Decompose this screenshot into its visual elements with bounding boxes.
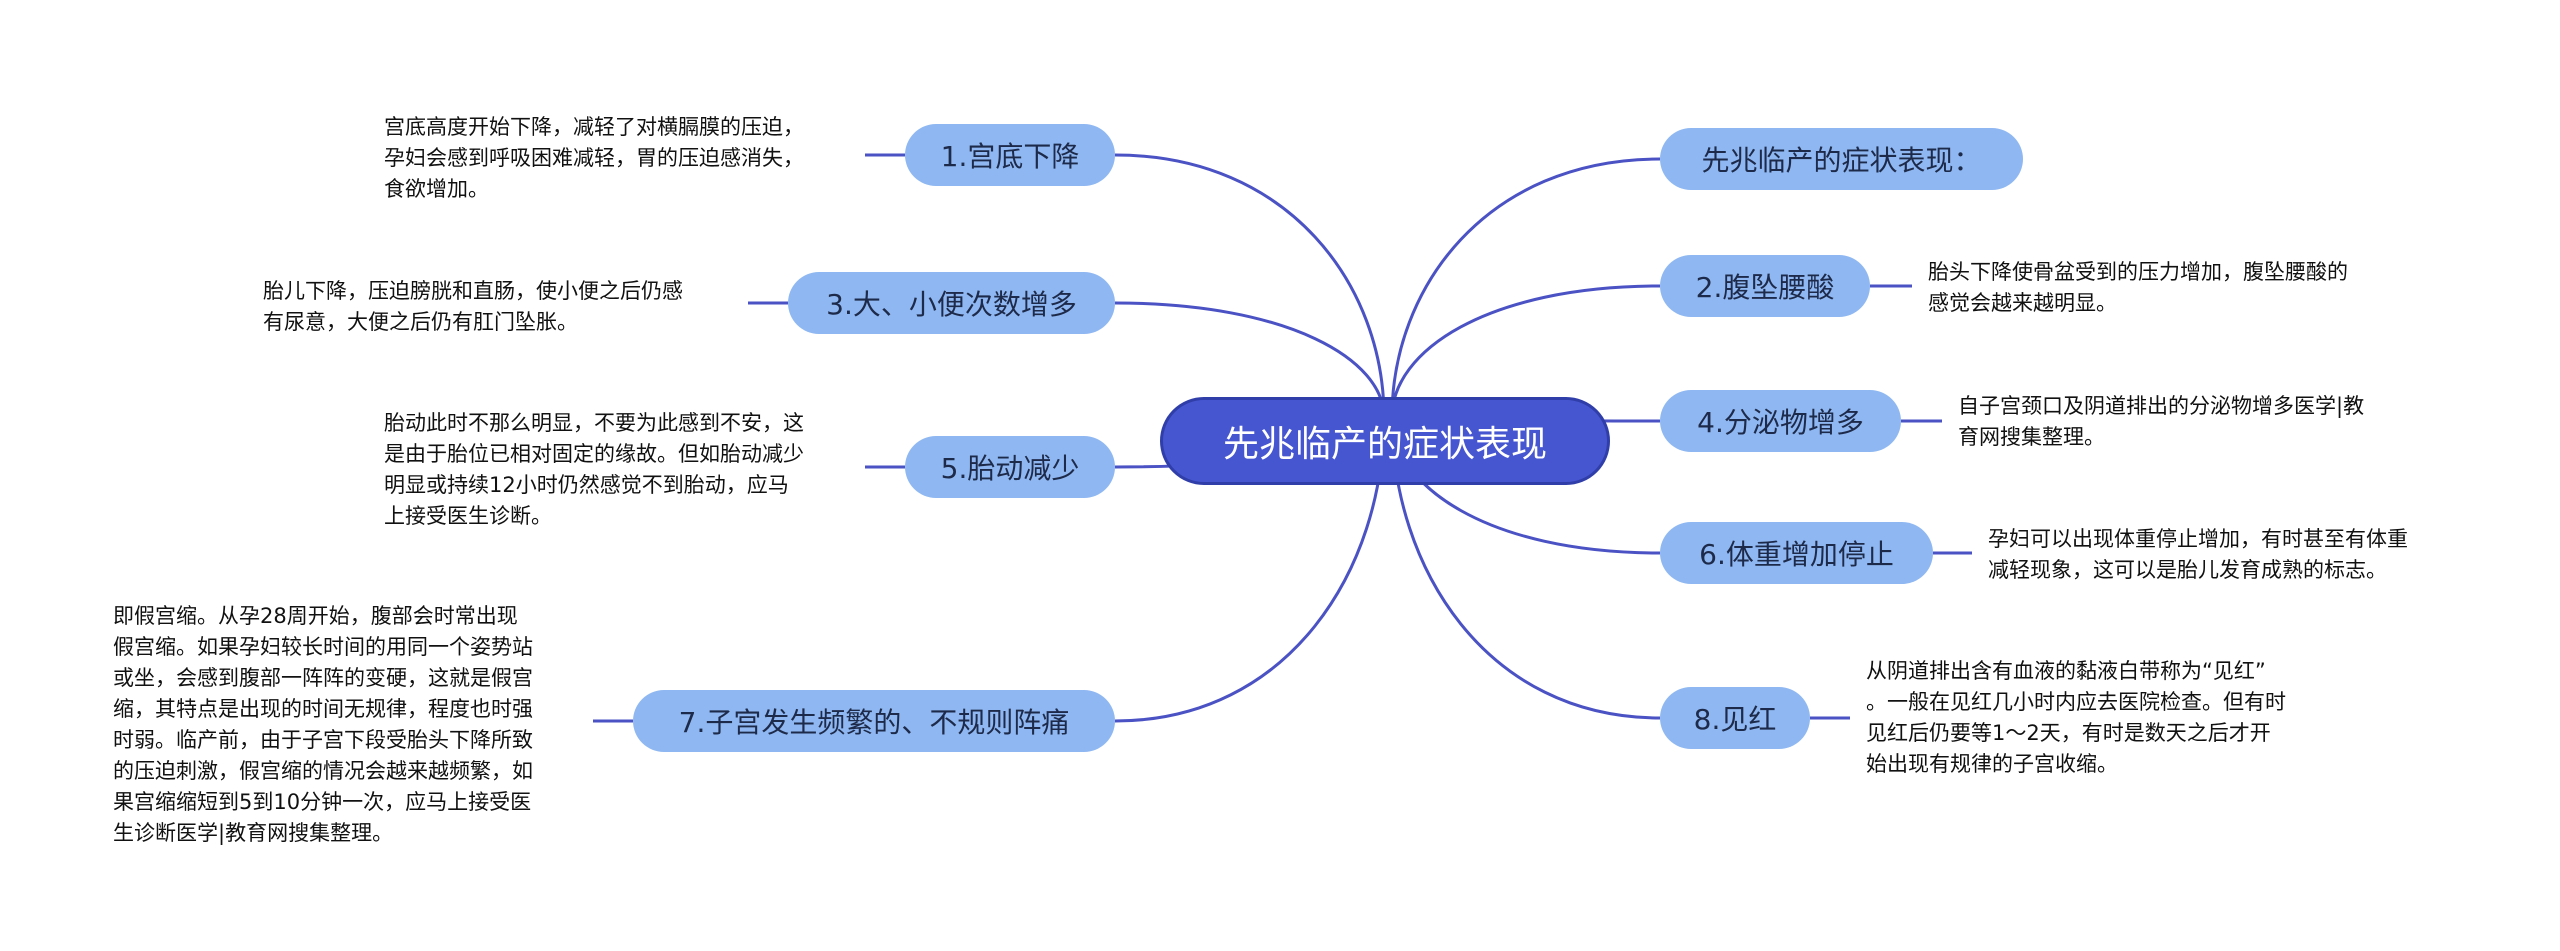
description-line: 即假宫缩。从孕28周开始，腹部会时常出现: [113, 604, 518, 628]
description-line: 的压迫刺激，假宫缩的情况会越来越频繁，如: [113, 759, 533, 783]
branch-node-b2[interactable]: 2.腹坠腰酸: [1660, 255, 1870, 317]
description-line: 胎动此时不那么明显，不要为此感到不安，这: [384, 411, 804, 435]
branch-label-b2: 2.腹坠腰酸: [1695, 271, 1835, 304]
branch-description-b2: 胎头下降使骨盆受到的压力增加，腹坠腰酸的感觉会越来越明显。: [1928, 257, 2348, 319]
branch-description-b5: 胎动此时不那么明显，不要为此感到不安，这是由于胎位已相对固定的缘故。但如胎动减少…: [384, 408, 804, 532]
branch-label-b1: 1.宫底下降: [940, 140, 1080, 173]
description-line: 减轻现象，这可以是胎儿发育成熟的标志。: [1988, 558, 2387, 582]
root-node-label: 先兆临产的症状表现: [1222, 424, 1547, 465]
description-line: 。一般在见红几小时内应去医院检查。但有时: [1866, 690, 2286, 714]
description-line: 孕妇可以出现体重停止增加，有时甚至有体重: [1988, 527, 2408, 551]
description-line: 缩，其特点是出现的时间无规律，程度也时强: [113, 697, 533, 721]
branch-label-b4: 4.分泌物增多: [1697, 406, 1864, 439]
description-line: 感觉会越来越明显。: [1928, 291, 2117, 315]
description-line: 明显或持续12小时仍然感觉不到胎动，应马: [384, 473, 789, 497]
branch-node-b7[interactable]: 7.子宫发生频繁的、不规则阵痛: [633, 690, 1115, 752]
description-line: 孕妇会感到呼吸困难减轻，胃的压迫感消失，: [384, 146, 804, 170]
branch-label-b5: 5.胎动减少: [940, 452, 1080, 485]
branch-node-b3[interactable]: 3.大、小便次数增多: [788, 272, 1115, 334]
description-line: 生诊断医学|教育网搜集整理。: [113, 821, 394, 845]
branch-description-b4: 自子宫颈口及阴道排出的分泌物增多医学|教育网搜集整理。: [1958, 391, 2364, 453]
root-node[interactable]: 先兆临产的症状表现: [1160, 397, 1610, 485]
description-line: 宫底高度开始下降，减轻了对横膈膜的压迫，: [384, 115, 804, 139]
branch-description-b8: 从阴道排出含有血液的黏液白带称为“见红” 。一般在见红几小时内应去医院检查。但有时…: [1866, 656, 2286, 780]
description-line: 自子宫颈口及阴道排出的分泌物增多医学|教: [1958, 394, 2365, 418]
branch-description-b1: 宫底高度开始下降，减轻了对横膈膜的压迫， 孕妇会感到呼吸困难减轻，胃的压迫感消失，…: [384, 112, 804, 205]
description-line: 育网搜集整理。: [1958, 425, 2105, 449]
description-line: 果宫缩缩短到5到10分钟一次，应马上接受医: [113, 790, 532, 814]
branch-label-b8: 8.见红: [1693, 703, 1777, 736]
description-line: 时弱。临产前，由于子宫下段受胎头下降所致: [113, 728, 533, 752]
description-line: 始出现有规律的子宫收缩。: [1866, 752, 2118, 776]
branch-description-b7: 即假宫缩。从孕28周开始，腹部会时常出现假宫缩。如果孕妇较长时间的用同一个姿势站…: [113, 601, 533, 849]
connector-b0: [1390, 157, 1661, 418]
description-line: 胎头下降使骨盆受到的压力增加，腹坠腰酸的: [1928, 260, 2348, 284]
branch-label-b7: 7.子宫发生频繁的、不规则阵痛: [678, 706, 1070, 739]
description-line: 从阴道排出含有血液的黏液白带称为“见红”: [1866, 659, 2266, 683]
branch-node-b0[interactable]: 先兆临产的症状表现：: [1660, 128, 2023, 190]
description-line: 假宫缩。如果孕妇较长时间的用同一个姿势站: [113, 635, 533, 659]
branch-node-b8[interactable]: 8.见红: [1660, 687, 1810, 749]
description-line: 有尿意，大便之后仍有肛门坠胀。: [263, 310, 578, 334]
description-line: 见红后仍要等1～2天，有时是数天之后才开: [1866, 721, 2271, 745]
branch-label-b3: 3.大、小便次数增多: [826, 288, 1077, 321]
description-line: 胎儿下降，压迫膀胱和直肠，使小便之后仍感: [263, 279, 683, 303]
branch-description-b3: 胎儿下降，压迫膀胱和直肠，使小便之后仍感有尿意，大便之后仍有肛门坠胀。: [263, 276, 683, 338]
branch-label-b6: 6.体重增加停止: [1699, 538, 1894, 571]
branch-node-b6[interactable]: 6.体重增加停止: [1660, 522, 1933, 584]
description-line: 上接受医生诊断。: [384, 504, 552, 528]
description-line: 食欲增加。: [384, 177, 489, 201]
connector-b1: [1114, 153, 1386, 418]
branch-node-b5[interactable]: 5.胎动减少: [905, 436, 1115, 498]
description-line: 或坐，会感到腹部一阵阵的变硬，这就是假宫: [113, 666, 533, 690]
branch-node-b4[interactable]: 4.分泌物增多: [1660, 390, 1901, 452]
branch-node-b1[interactable]: 1.宫底下降: [905, 124, 1115, 186]
branch-label-b0: 先兆临产的症状表现：: [1701, 144, 1982, 177]
branch-description-b6: 孕妇可以出现体重停止增加，有时甚至有体重减轻现象，这可以是胎儿发育成熟的标志。: [1988, 524, 2408, 586]
description-line: 是由于胎位已相对固定的缘故。但如胎动减少: [384, 442, 804, 466]
